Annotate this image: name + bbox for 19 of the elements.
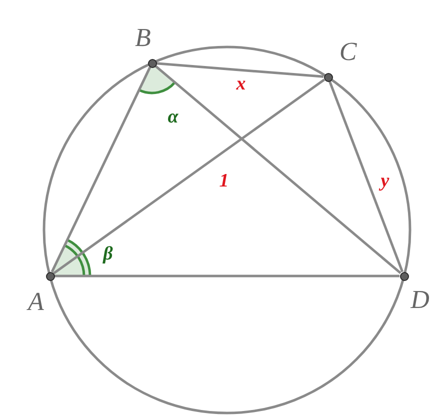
point-label: C bbox=[339, 39, 357, 65]
point-marker bbox=[148, 58, 156, 68]
length-label: 1 bbox=[219, 172, 229, 190]
point-label: A bbox=[28, 289, 44, 315]
point-marker bbox=[46, 272, 54, 280]
edge-label: y bbox=[380, 172, 390, 190]
edge-label: x bbox=[236, 74, 246, 94]
line-segment bbox=[54, 274, 400, 278]
point-marker bbox=[324, 72, 332, 82]
line-segment bbox=[50, 66, 152, 272]
line-segment bbox=[52, 78, 326, 274]
angle-label: α bbox=[168, 108, 178, 126]
point-label: B bbox=[135, 25, 151, 51]
line-segment bbox=[328, 80, 404, 272]
point-marker bbox=[400, 272, 408, 280]
line-segment bbox=[154, 64, 402, 274]
point-label: D bbox=[410, 287, 430, 313]
line-segment bbox=[156, 62, 324, 78]
angle-label: β bbox=[103, 244, 113, 264]
